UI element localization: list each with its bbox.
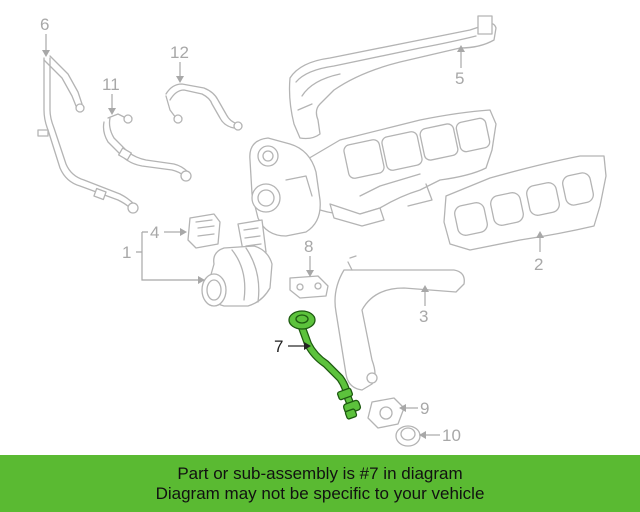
part-1-manifold-turbo[interactable] <box>201 109 497 307</box>
arrowhead-6-icon <box>42 50 50 57</box>
callout-1[interactable]: 1 <box>122 243 131 262</box>
parts-diagram: 6 11 12 5 4 1 8 2 3 7 9 10 <box>37 15 607 447</box>
part-3-bracket[interactable] <box>334 255 465 391</box>
part-9-gasket[interactable] <box>367 397 405 429</box>
arrowhead-10-icon <box>419 431 426 439</box>
arrowhead-11-icon <box>108 108 116 115</box>
arrowhead-5-icon <box>457 45 465 52</box>
arrowhead-1-icon <box>198 276 205 284</box>
part-2-gasket[interactable] <box>443 155 607 251</box>
arrowhead-4-icon <box>180 228 187 236</box>
banner-line-1: Part or sub-assembly is #7 in diagram <box>177 463 463 483</box>
arrowhead-8-icon <box>306 270 314 277</box>
arrowhead-7-icon <box>304 342 311 350</box>
callout-11[interactable]: 11 <box>102 75 120 94</box>
callout-10[interactable]: 10 <box>442 426 461 445</box>
arrowhead-12-icon <box>176 76 184 83</box>
callout-7[interactable]: 7 <box>274 337 283 356</box>
part-10-seal[interactable] <box>395 425 421 447</box>
part-6-line[interactable] <box>37 55 139 214</box>
callout-2[interactable]: 2 <box>534 255 543 274</box>
part-8-gasket[interactable] <box>289 275 329 299</box>
part-12-line[interactable] <box>165 83 243 131</box>
part-4-bracket[interactable] <box>187 213 221 249</box>
callout-12[interactable]: 12 <box>170 43 189 62</box>
callout-8[interactable]: 8 <box>304 237 313 256</box>
banner-line-2: Diagram may not be specific to your vehi… <box>155 483 485 503</box>
arrowhead-2-icon <box>536 231 544 238</box>
info-banner: Part or sub-assembly is #7 in diagram Di… <box>0 455 640 512</box>
arrowhead-9-icon <box>399 404 406 412</box>
callout-3[interactable]: 3 <box>419 307 428 326</box>
callout-6[interactable]: 6 <box>40 15 49 34</box>
part-7-breather-tube[interactable] <box>288 310 362 420</box>
part-11-line[interactable] <box>102 113 192 182</box>
part-5-heat-shield[interactable] <box>288 15 497 140</box>
arrowhead-3-icon <box>421 285 429 292</box>
callout-4[interactable]: 4 <box>150 223 159 242</box>
callout-5[interactable]: 5 <box>455 69 464 88</box>
leader-1 <box>136 231 198 281</box>
callout-9[interactable]: 9 <box>420 399 429 418</box>
